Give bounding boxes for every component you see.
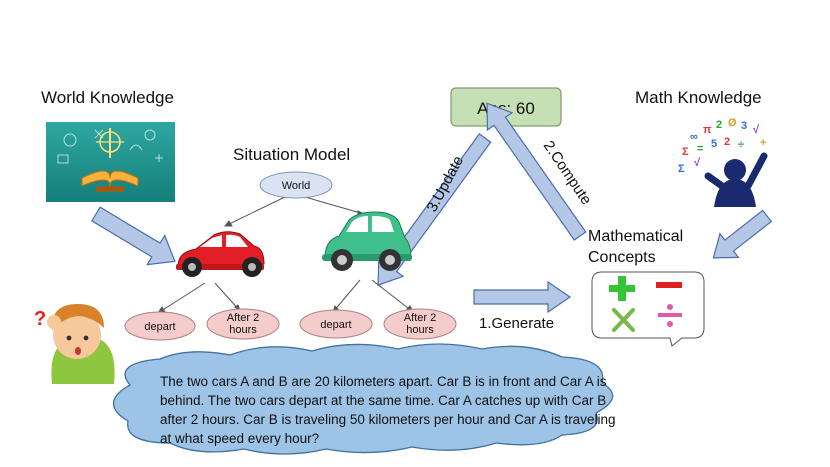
mathematical-concepts-label-line2: Concepts bbox=[588, 249, 656, 266]
car-a-depart-node bbox=[124, 311, 196, 341]
svg-text:=: = bbox=[697, 143, 703, 155]
tree-edge-head bbox=[223, 220, 233, 227]
car-b-depart-node bbox=[299, 309, 373, 339]
tree-edge bbox=[332, 279, 361, 313]
world-knowledge-label: World Knowledge bbox=[41, 88, 174, 107]
mathematical-concepts-label-line1: Mathematical bbox=[588, 228, 684, 245]
world-knowledge-arrow bbox=[91, 206, 176, 266]
world-node-label: World bbox=[282, 180, 311, 192]
car-b-after-node bbox=[383, 308, 457, 340]
math-thinker-icon: ∞ π 2 Ø 3 √ Σ = 5 2 ÷ + Σ √ bbox=[678, 117, 768, 207]
green-car-icon bbox=[322, 211, 412, 271]
tree-edge bbox=[371, 279, 414, 313]
svg-text:3: 3 bbox=[741, 120, 747, 132]
problem-text: The two cars A and B are 20 kilometers a… bbox=[160, 374, 616, 446]
book-idea-icon bbox=[46, 122, 175, 202]
problem-cloud bbox=[112, 343, 614, 455]
svg-text:Σ: Σ bbox=[682, 146, 689, 158]
red-car-icon bbox=[176, 231, 265, 277]
plus-icon bbox=[609, 276, 635, 301]
svg-text:÷: ÷ bbox=[738, 139, 744, 151]
tree-edge bbox=[304, 196, 365, 215]
generate-arrow bbox=[473, 280, 572, 314]
times-icon bbox=[612, 308, 635, 332]
generate-arrow-label: 1.Generate bbox=[479, 315, 554, 332]
math-knowledge-arrow bbox=[712, 209, 773, 259]
svg-text:Ø: Ø bbox=[728, 117, 737, 129]
svg-text:π: π bbox=[703, 124, 712, 136]
minus-icon bbox=[656, 282, 682, 288]
concepts-bubble bbox=[591, 271, 705, 347]
svg-text:2: 2 bbox=[724, 136, 730, 148]
confused-boy-icon: ? bbox=[34, 304, 115, 384]
car-a-depart-label: depart bbox=[144, 321, 175, 333]
svg-text:5: 5 bbox=[711, 138, 717, 150]
svg-text:√: √ bbox=[753, 124, 760, 136]
svg-text:+: + bbox=[760, 137, 766, 149]
situation-model-label: Situation Model bbox=[233, 145, 351, 164]
math-knowledge-label: Math Knowledge bbox=[635, 88, 762, 107]
compute-arrow bbox=[486, 102, 587, 241]
svg-text:?: ? bbox=[34, 308, 46, 330]
tree-edge bbox=[224, 196, 286, 227]
tree-edge bbox=[157, 282, 206, 314]
svg-text:2: 2 bbox=[716, 119, 722, 131]
svg-text:√: √ bbox=[694, 157, 701, 169]
svg-text:∞: ∞ bbox=[690, 131, 698, 143]
svg-text:Σ: Σ bbox=[678, 163, 685, 175]
divide-icon bbox=[658, 304, 682, 327]
world-node bbox=[259, 171, 333, 199]
car-b-depart-label: depart bbox=[320, 319, 351, 331]
car-a-after-node bbox=[206, 308, 280, 340]
